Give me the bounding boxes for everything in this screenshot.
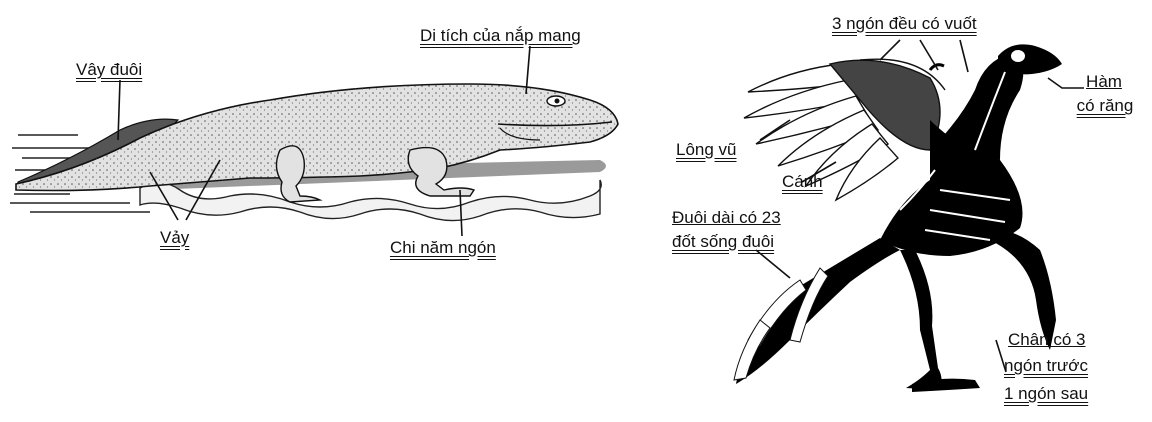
amphibian-illustration (10, 84, 618, 221)
label-jaw-line2: có răng (1070, 96, 1140, 116)
label-long-tail-line1: Đuôi dài có 23 (672, 208, 781, 228)
label-gill-remnant: Di tích của nắp mang (420, 26, 581, 46)
leg-back (900, 250, 942, 390)
label-tail-fin: Vây đuôi (76, 60, 142, 80)
label-legs-line3: 1 ngón sau (1004, 384, 1088, 404)
skull (998, 44, 1062, 74)
label-scales: Vảy (160, 228, 189, 248)
tail (736, 238, 900, 384)
label-feathers: Lông vũ (676, 140, 737, 160)
label-jaw-line1: Hàm (1074, 72, 1134, 92)
label-wing: Cánh (782, 172, 823, 192)
label-legs-line2: ngón trước (1004, 356, 1088, 376)
label-five-fingers: Chi năm ngón (390, 238, 496, 258)
label-long-tail-line2: đốt sống đuôi (672, 232, 774, 252)
label-legs-line1: Chân có 3 (1008, 330, 1086, 350)
wing-feathers (744, 59, 945, 200)
label-three-claws: 3 ngón đều có vuốt (832, 14, 977, 34)
